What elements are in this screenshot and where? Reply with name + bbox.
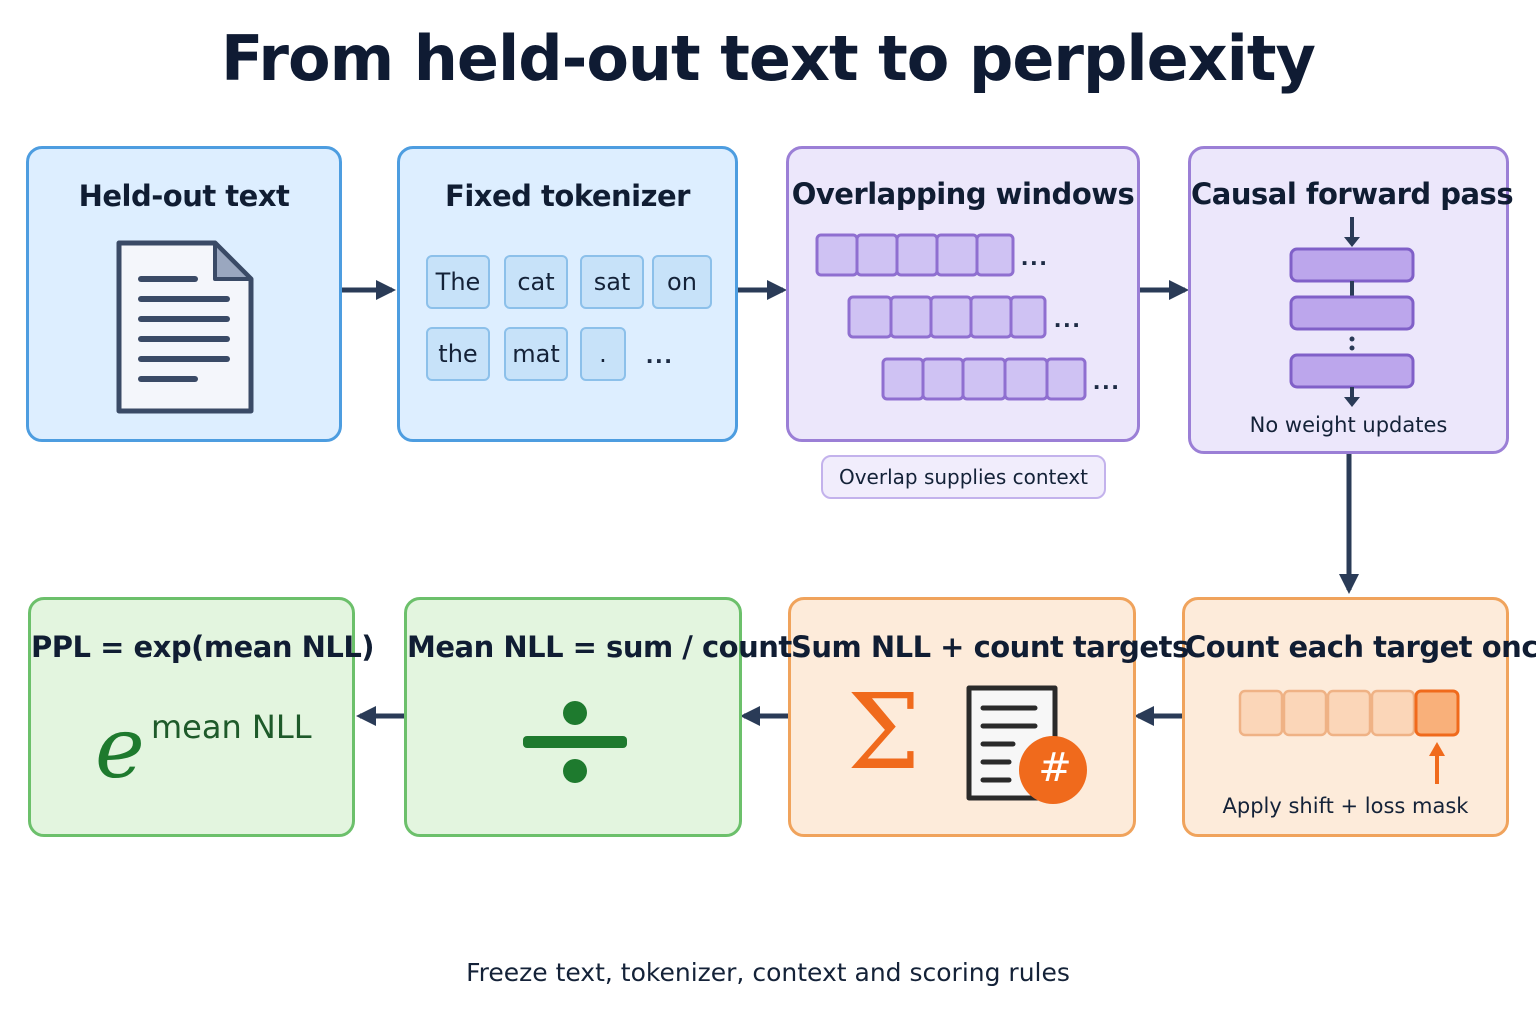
token: sat (580, 255, 644, 309)
document-icon (116, 240, 254, 414)
sigma-symbol: Σ (847, 671, 921, 793)
hash-symbol: # (1038, 745, 1072, 791)
token: the (426, 327, 490, 381)
held-out-text-title: Held-out text (78, 179, 290, 213)
shift-loss-mask-note: Apply shift + loss mask (1222, 794, 1469, 818)
count-each-target-box: Count each target once Apply shift + los… (1182, 597, 1536, 837)
overlapping-windows-box: Overlapping windows ... ... ... (786, 146, 1140, 442)
causal-forward-pass-box: Causal forward pass No weight updates (1188, 146, 1514, 454)
fixed-tokenizer-title: Fixed tokenizer (445, 179, 690, 213)
token: mat (504, 327, 568, 381)
footer-note: Freeze text, tokenizer, context and scor… (466, 958, 1070, 987)
ppl-box: PPL = exp(mean NLL) e mean NLL (28, 597, 375, 837)
window-ellipsis: ... (1093, 365, 1121, 395)
causal-forward-pass-title: Causal forward pass (1191, 177, 1514, 211)
layer-stack-icon (1289, 217, 1415, 407)
divide-icon (523, 701, 627, 783)
mean-nll-box: Mean NLL = sum / count (404, 597, 792, 837)
token: cat (504, 255, 568, 309)
count-each-target-title: Count each target once (1185, 630, 1536, 664)
overlapping-windows-title: Overlapping windows (791, 177, 1135, 211)
page-title: From held-out text to perplexity (221, 22, 1316, 95)
overlap-note: Overlap supplies context (821, 455, 1106, 499)
token: . (580, 327, 626, 381)
window-ellipsis: ... (1021, 241, 1049, 271)
sum-nll-title: Sum NLL + count targets (791, 630, 1189, 664)
window-ellipsis: ... (1054, 303, 1082, 333)
sum-nll-box: Sum NLL + count targets Σ # (788, 597, 1189, 837)
token: on (652, 255, 712, 309)
ppl-title: PPL = exp(mean NLL) (31, 630, 375, 664)
target-mask-icon (1238, 689, 1460, 784)
exp-exponent: mean NLL (151, 708, 312, 746)
token-ellipsis: ... (646, 339, 674, 369)
counted-document-icon (966, 685, 1087, 804)
no-weight-updates-note: No weight updates (1249, 413, 1448, 437)
window-rows (815, 233, 1087, 401)
exp-base: e (95, 699, 145, 797)
mean-nll-title: Mean NLL = sum / count (407, 630, 792, 664)
held-out-text-box: Held-out text (26, 146, 342, 442)
token: The (426, 255, 490, 309)
fixed-tokenizer-box: Fixed tokenizer The cat sat on the mat .… (397, 146, 738, 442)
